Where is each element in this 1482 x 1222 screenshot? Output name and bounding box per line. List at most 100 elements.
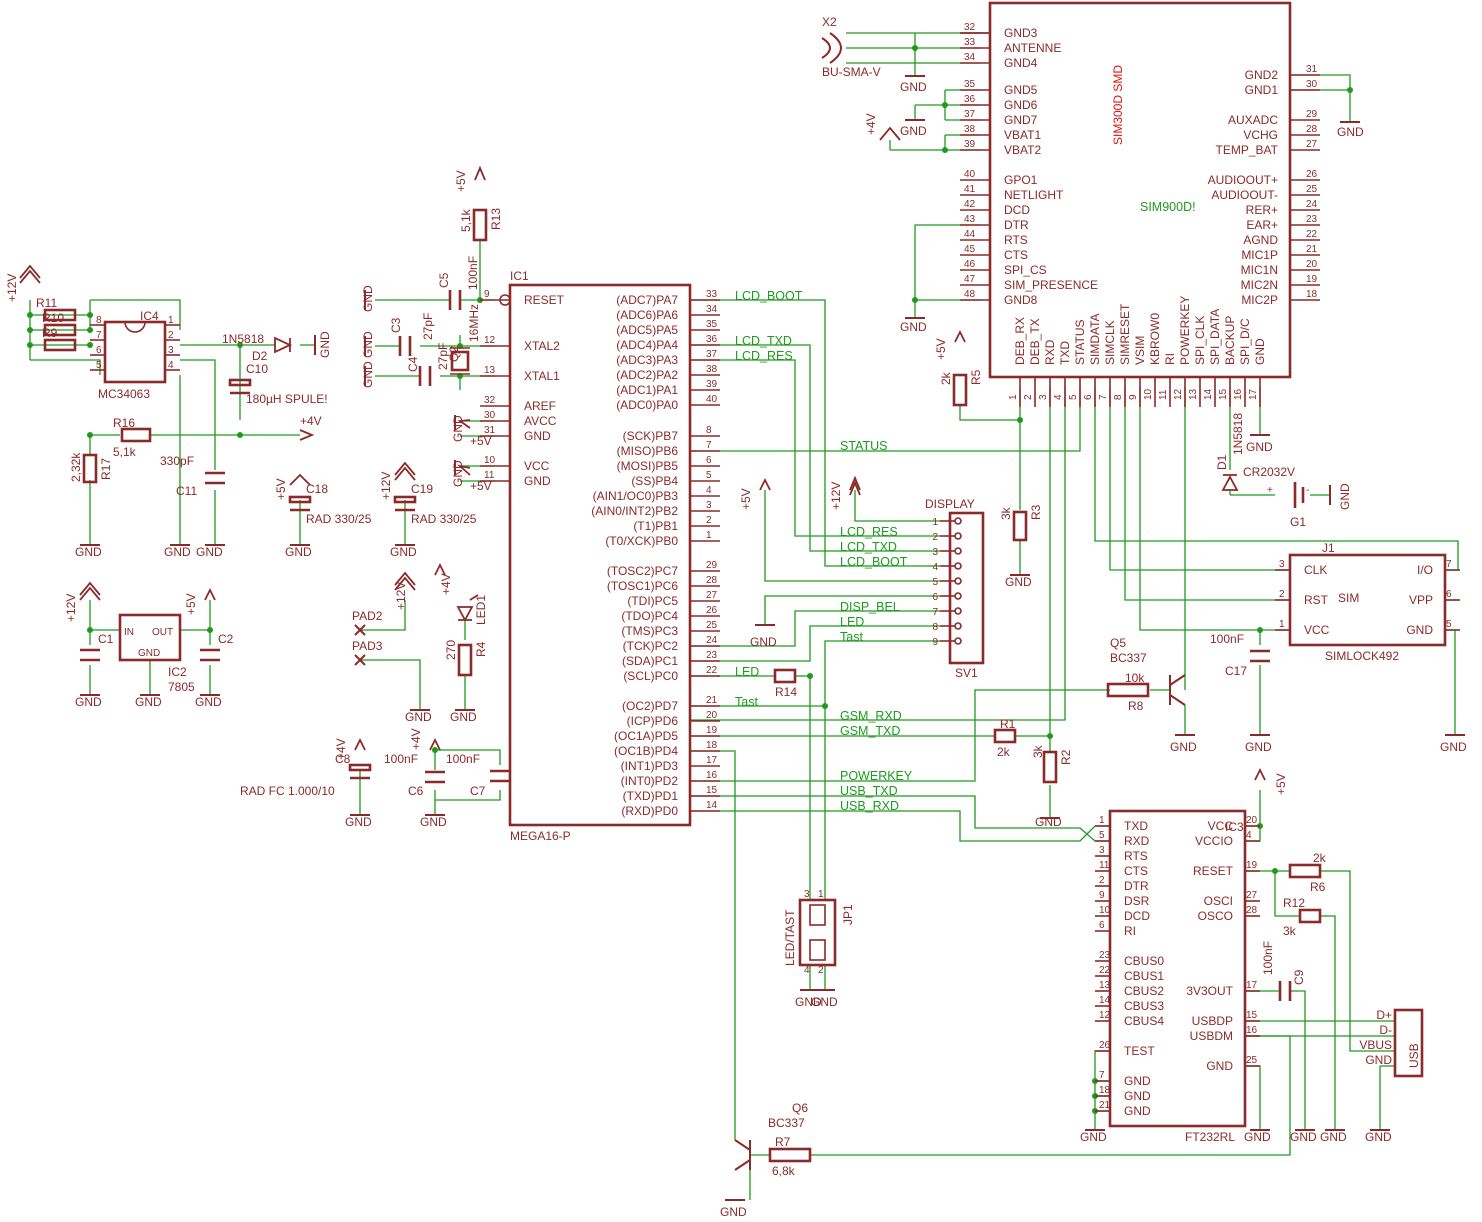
pin-number: 3: [706, 500, 712, 511]
pin-name: VPP: [1409, 593, 1433, 607]
pin-name: GND: [524, 429, 551, 443]
c5-name: C5: [437, 272, 451, 288]
pin-name: CBUS0: [1124, 954, 1164, 968]
net-gsm-rxd: GSM_RXD: [840, 709, 902, 723]
pin-number: 3: [1099, 845, 1105, 856]
p4v-label: +4V: [409, 728, 423, 750]
gnd-label: GND: [345, 815, 372, 829]
gnd-label: GND: [750, 635, 777, 649]
pin-number: 7: [706, 440, 712, 451]
pin-number: 14: [706, 800, 718, 811]
pin-name: VCHG: [1243, 128, 1278, 142]
ic1-name: IC1: [510, 269, 529, 283]
pin-number: 24: [706, 635, 718, 646]
pin-number: 16: [706, 770, 718, 781]
pin-number: 7: [1098, 394, 1109, 400]
pin-number: 34: [706, 304, 718, 315]
gsm-right-pins: 31GND230GND129AUXADC28VCHG27TEMP_BAT26AU…: [1208, 64, 1320, 307]
pin-number: 1: [706, 530, 712, 541]
pin-number: 4: [706, 485, 712, 496]
pin-number: 17: [1246, 980, 1258, 991]
pin-number: 13: [1099, 980, 1111, 991]
pin-number: 39: [706, 379, 718, 390]
pin-name: VCC: [524, 459, 550, 473]
pin-name: CTS: [1124, 864, 1148, 878]
pin-number: 6: [1099, 920, 1105, 931]
ft232-right-pins: 20VCC4VCCIO19RESET27OSCI28OSCO173V3OUT15…: [1186, 815, 1260, 1073]
ic4-name: IC4: [140, 309, 159, 323]
pin-number: 21: [1099, 1100, 1111, 1111]
pin-number: 23: [1306, 214, 1318, 225]
pin-number: 28: [1246, 905, 1258, 916]
net-label: LCD_RES: [840, 525, 898, 539]
pin-name: GND4: [1004, 56, 1038, 70]
pin-name: RESET: [1193, 864, 1234, 878]
c6-value: 100nF: [384, 752, 418, 766]
net-labels: LCD_BOOT LCD_TXD LCD_RES STATUS LED Tast…: [735, 289, 913, 813]
g1-minus: -: [1306, 485, 1309, 496]
pin-number: 5: [96, 360, 102, 371]
pin-name: (MOSI)PB5: [617, 459, 679, 473]
ic2-gnd: GND: [138, 648, 160, 659]
p4v-label: +4V: [439, 573, 453, 595]
p5v-label: +5V: [1274, 773, 1288, 795]
pin-number: 35: [964, 79, 976, 90]
pin-number: 11: [1158, 389, 1169, 400]
pin-number: 18: [1099, 1085, 1111, 1096]
gnd-label: GND: [318, 331, 332, 358]
pad3: PAD3: [352, 639, 383, 653]
pin-number: 6: [96, 345, 102, 356]
gnd-label: GND: [285, 545, 312, 559]
c3-value: 27pF: [421, 313, 435, 340]
pin-name: SPI_CLK: [1193, 316, 1207, 365]
net-lcd-txd: LCD_TXD: [735, 334, 792, 348]
sv1-value: SV1: [955, 666, 978, 680]
pin-number: 27: [706, 590, 718, 601]
pin-name: GND3: [1004, 26, 1038, 40]
pin-number: 8: [932, 622, 938, 633]
pin-name: (MISO)PB6: [617, 444, 679, 458]
gnd-label: GND: [451, 415, 465, 442]
c5-value: 100nF: [466, 256, 480, 290]
pin-name: SPI_DATA: [1208, 309, 1222, 365]
pin-name: VCCIO: [1195, 834, 1233, 848]
pin-number: 24: [1306, 199, 1318, 210]
pin-number: 9: [1099, 890, 1105, 901]
pin-number: 32: [484, 395, 496, 406]
pin-number: 12: [1099, 1010, 1111, 1021]
p12v-label: +12V: [379, 472, 393, 500]
pin-number: 6: [1446, 589, 1452, 600]
pin-name: GND: [1253, 338, 1267, 365]
pin-number: 18: [1306, 289, 1318, 300]
r17-value: 2,32k: [69, 452, 83, 482]
pin-name: MIC2N: [1241, 278, 1278, 292]
pin-number: 1: [1099, 815, 1105, 826]
gnd-label: GND: [135, 695, 162, 709]
pin-name: (ADC3)PA3: [616, 353, 678, 367]
pin-number: 44: [964, 229, 976, 240]
pin-number: 5: [1068, 394, 1079, 400]
pin-number: 4: [1053, 394, 1064, 400]
pin-name: TEMP_BAT: [1216, 143, 1279, 157]
pin-name: XTAL2: [524, 339, 560, 353]
net-usb-txd: USB_TXD: [840, 784, 898, 798]
pin-name: (OC1B)PD4: [614, 744, 678, 758]
r5-value: 2k: [939, 371, 953, 385]
j1-value: SIMLOCK492: [1325, 649, 1399, 663]
gsm-value: SIM300D SMD: [1111, 65, 1125, 145]
p12v-label: +12V: [5, 274, 19, 302]
pin-number: 7: [1099, 1070, 1105, 1081]
pin-name: (ICP)PD6: [627, 714, 679, 728]
c1-name: C1: [98, 632, 114, 646]
gnd-label: GND: [361, 361, 375, 388]
usb-pin-name: VBUS: [1359, 1038, 1392, 1052]
pin-number: 5: [932, 577, 938, 588]
pin-name: (T1)PB1: [633, 519, 678, 533]
pin-number: 37: [706, 349, 718, 360]
pin-name: EAR+: [1246, 218, 1278, 232]
p5v-label: +5V: [454, 170, 468, 192]
